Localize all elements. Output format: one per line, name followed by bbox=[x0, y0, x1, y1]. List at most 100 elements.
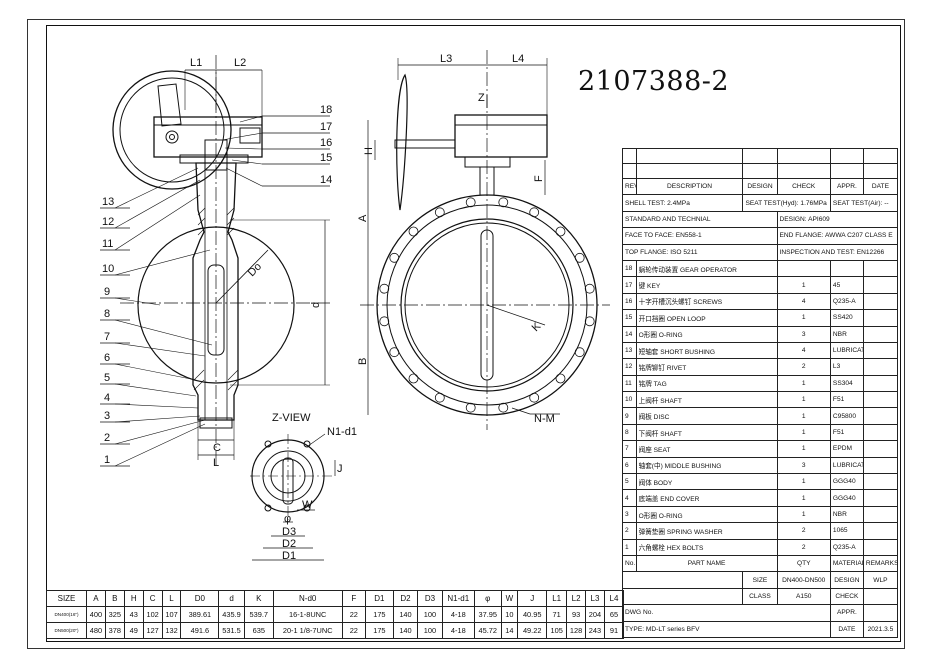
dimension-header: L2 bbox=[566, 590, 587, 607]
dim-f: F bbox=[533, 175, 545, 182]
bolt-hole bbox=[408, 373, 419, 384]
part-material: Q235-A bbox=[829, 292, 864, 311]
part-remarks bbox=[862, 358, 899, 376]
callout-4: 4 bbox=[104, 392, 110, 404]
dimension-cell: 91 bbox=[603, 622, 625, 639]
seat-test-hyd: SEAT TEST(Hyd): 1.76MPa bbox=[742, 194, 831, 212]
bolt-hole bbox=[498, 402, 509, 413]
part-remarks bbox=[862, 489, 899, 507]
dimension-header: D1 bbox=[364, 590, 394, 607]
rev-header-row: REV. DESCRIPTION DESIGN CHECK APPR. DATE bbox=[622, 177, 899, 196]
callout-8: 8 bbox=[104, 308, 110, 320]
front-view bbox=[100, 55, 330, 467]
outer-border bbox=[27, 19, 905, 649]
rev-header: CHECK bbox=[776, 177, 831, 196]
callout-10: 10 bbox=[102, 263, 114, 275]
dim-z: Z bbox=[478, 92, 485, 104]
part-name: 弹簧垫圈 SPRING WASHER bbox=[635, 522, 778, 540]
dimension-header: C bbox=[142, 590, 163, 607]
dimension-cell: 22 bbox=[341, 606, 366, 623]
bolt-hole bbox=[574, 252, 585, 263]
part-material: 1065 bbox=[829, 522, 864, 540]
bolt-hole bbox=[555, 226, 566, 237]
part-material: EPDM bbox=[829, 440, 864, 458]
dimension-cell: 105 bbox=[546, 622, 568, 639]
dimension-cell: 100 bbox=[417, 606, 443, 623]
dimension-cell: 49 bbox=[123, 622, 144, 639]
dimension-cell: 635 bbox=[243, 622, 274, 639]
inspection: INSPECTION AND TEST: EN12266 bbox=[776, 243, 899, 261]
type-row: TYPE: MD-LT series BFV DATE 2021.3.5 bbox=[622, 620, 899, 638]
part-qty: 4 bbox=[776, 292, 831, 311]
callout-16: 16 bbox=[320, 137, 332, 149]
standard-row: STANDARD AND TECHNIAL DESIGN: API609 bbox=[622, 210, 899, 229]
dimension-cell: 100 bbox=[417, 622, 443, 639]
parts-header-name: PART NAME bbox=[635, 554, 778, 573]
callout-3: 3 bbox=[104, 410, 110, 422]
dimension-header: F bbox=[341, 590, 366, 607]
part-name: 底端盖 END COVER bbox=[635, 489, 778, 507]
inner-border bbox=[46, 25, 901, 642]
dimension-header: W bbox=[500, 590, 519, 607]
part-no: 8 bbox=[622, 423, 637, 442]
part-remarks bbox=[862, 374, 899, 393]
part-remarks bbox=[862, 341, 899, 360]
part-name: 轴套(中) MIDDLE BUSHING bbox=[635, 456, 778, 475]
dimension-cell: 400 bbox=[86, 606, 106, 623]
part-remarks bbox=[862, 522, 899, 540]
dimension-cell: 539.7 bbox=[243, 606, 274, 623]
dimension-cell: 140 bbox=[392, 606, 419, 623]
bolt-hole bbox=[584, 283, 595, 294]
dim-do: Do bbox=[246, 261, 264, 279]
part-qty: 1 bbox=[776, 407, 831, 425]
dimension-header: D0 bbox=[180, 590, 220, 607]
bolt-hole bbox=[555, 373, 566, 384]
part-no: 17 bbox=[622, 276, 637, 294]
class-label: CLASS bbox=[742, 587, 778, 606]
side-view-dims: L3 L4 Z H F A B K N-M bbox=[357, 53, 555, 425]
bolt-hole bbox=[529, 392, 540, 403]
dimension-cell: 140 bbox=[392, 622, 419, 639]
part-remarks bbox=[862, 505, 899, 524]
callout-2: 2 bbox=[104, 432, 110, 444]
dim-n-m: N-M bbox=[534, 413, 555, 425]
part-qty: 1 bbox=[776, 276, 831, 294]
title-block: REV. DESCRIPTION DESIGN CHECK APPR. DATE… bbox=[621, 148, 899, 638]
dimension-cell: 175 bbox=[364, 606, 394, 623]
part-material: LUBRICATING BRONZE bbox=[829, 456, 864, 475]
part-qty: 2 bbox=[776, 522, 831, 540]
part-qty: 4 bbox=[776, 341, 831, 360]
part-qty: 1 bbox=[776, 473, 831, 491]
part-material: LUBRICATING BRONZE bbox=[829, 341, 864, 360]
part-remarks bbox=[862, 456, 899, 475]
part-qty: 3 bbox=[776, 456, 831, 475]
bolt-hole bbox=[434, 392, 445, 403]
dim-l2: L2 bbox=[234, 57, 246, 69]
dimension-cell: 389.61 bbox=[180, 606, 220, 623]
dim-w: W bbox=[302, 499, 313, 511]
dimension-header: H bbox=[123, 590, 144, 607]
part-no: 5 bbox=[622, 473, 637, 491]
part-material: GGG40 bbox=[829, 473, 864, 491]
bolt-hole bbox=[574, 347, 585, 358]
dim-h: H bbox=[363, 147, 375, 155]
dimension-header: D3 bbox=[417, 590, 443, 607]
parts-header-remarks: REMARKS bbox=[862, 554, 899, 573]
dimension-cell: 4-18 bbox=[441, 606, 475, 623]
dimension-cell: 128 bbox=[566, 622, 587, 639]
dim-phi: φ bbox=[284, 513, 291, 525]
dimension-header: B bbox=[104, 590, 125, 607]
dim-l: L bbox=[213, 457, 219, 469]
dim-d2: D2 bbox=[282, 538, 296, 550]
part-name: 开口挡圈 OPEN LOOP bbox=[635, 309, 778, 327]
parts-header-material: MATERIAL bbox=[829, 554, 864, 573]
